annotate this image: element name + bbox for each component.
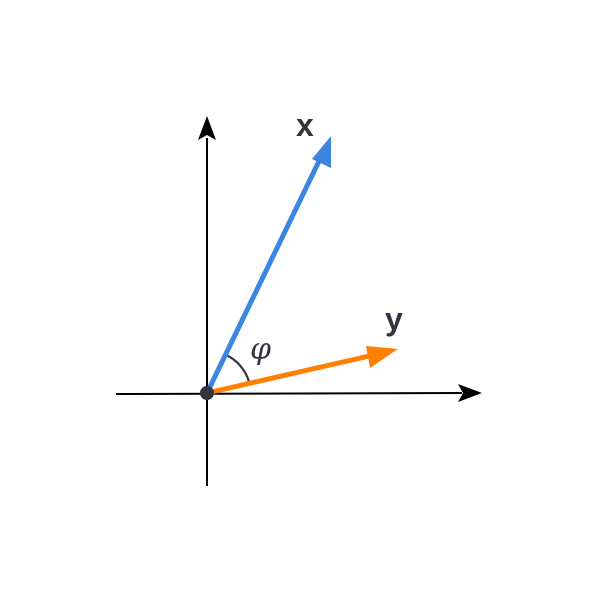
vector-x-line [204,154,324,396]
vector-y-arrowhead [366,346,398,368]
vector-x-arrowhead [312,136,331,168]
horizontal-axis-arrowhead [458,384,482,402]
horizontal-axis [115,392,463,395]
angle-arc [225,353,251,384]
angle-phi-label: φ [250,332,271,367]
vector-y-label: y [385,301,403,337]
origin-point [200,386,214,400]
vector-x-label: x [296,107,314,143]
vertical-axis-arrowhead [198,116,216,140]
vector-y-line [204,351,381,396]
